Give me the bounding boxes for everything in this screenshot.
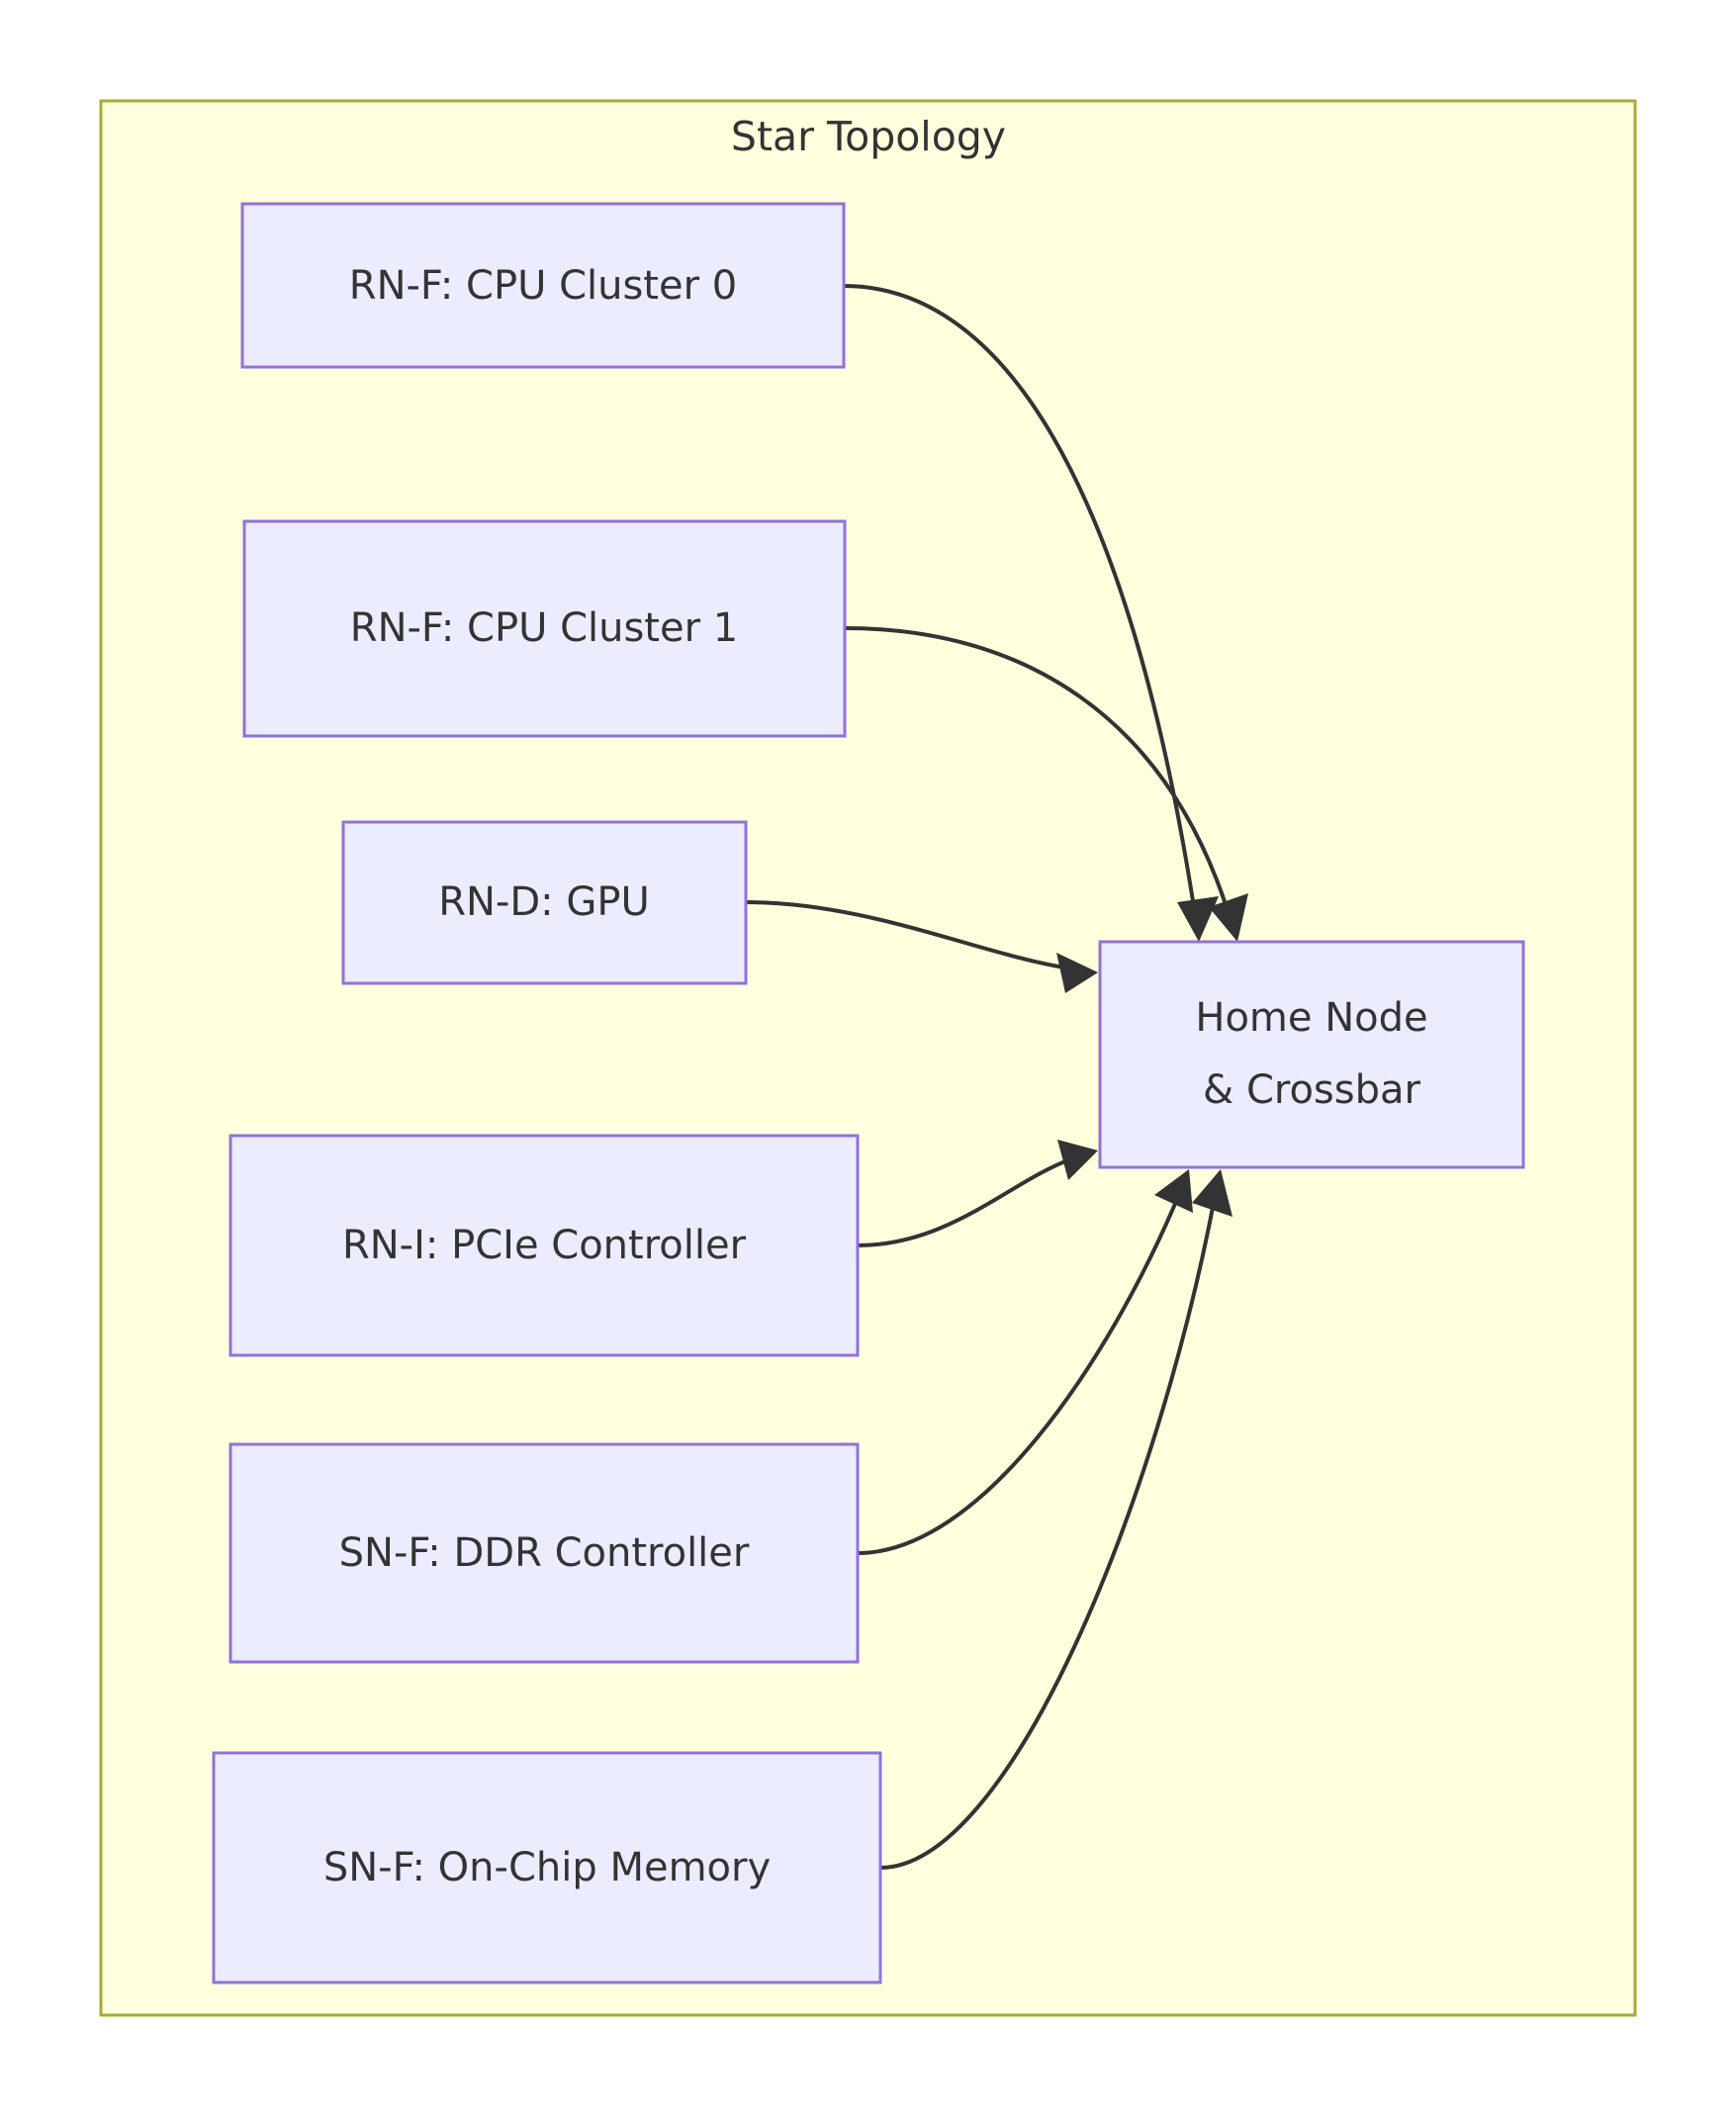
- node-rnd[interactable]: RN-D: GPU: [341, 820, 748, 985]
- node-rnf1[interactable]: RN-F: CPU Cluster 1: [242, 519, 847, 738]
- node-snfddr[interactable]: SN-F: DDR Controller: [228, 1442, 860, 1664]
- arrowhead-rnf1-to-hn: [1209, 893, 1248, 942]
- node-rnf0-label: RN-F: CPU Cluster 0: [349, 263, 737, 309]
- node-snfddr-box[interactable]: [228, 1442, 860, 1664]
- node-snfocm-box[interactable]: [212, 1751, 882, 1984]
- arrowhead-snfddr-to-hn: [1154, 1169, 1193, 1213]
- node-rnf0[interactable]: RN-F: CPU Cluster 0: [240, 202, 846, 369]
- edge-rnf1-to-hn: [844, 626, 1233, 921]
- edge-rnf0-to-hn: [843, 284, 1198, 921]
- node-rnd-box[interactable]: [341, 820, 748, 985]
- arrowhead-rni-to-hn: [1057, 1140, 1098, 1180]
- edge-rni-to-hn: [857, 1157, 1071, 1247]
- node-snfddr-label: SN-F: DDR Controller: [339, 1530, 750, 1576]
- node-rnf1-label: RN-F: CPU Cluster 1: [350, 605, 738, 651]
- node-rni-box[interactable]: [228, 1134, 860, 1357]
- arrowhead-snfocm-to-hn: [1192, 1169, 1233, 1217]
- node-snfocm-label: SN-F: On-Chip Memory: [323, 1845, 771, 1890]
- edge-rnd-to-hn: [745, 900, 1071, 970]
- node-rnf0-box[interactable]: [240, 202, 846, 369]
- node-rni[interactable]: RN-I: PCIe Controller: [228, 1134, 860, 1357]
- node-rnd-label: RN-D: GPU: [438, 879, 650, 925]
- arrowhead-rnf0-to-hn: [1177, 896, 1219, 942]
- edge-snfddr-to-hn: [857, 1191, 1182, 1555]
- node-rni-label: RN-I: PCIe Controller: [342, 1223, 747, 1268]
- node-home-node-crossbar[interactable]: Home Node & Crossbar: [1098, 940, 1525, 1169]
- edge-group: [745, 284, 1248, 1870]
- node-hn-label-line2: & Crossbar: [1203, 1067, 1420, 1113]
- arrowhead-rnd-to-hn: [1056, 953, 1098, 993]
- node-hn-label-line1: Home Node: [1195, 995, 1427, 1041]
- node-hn-box[interactable]: [1098, 940, 1525, 1169]
- edge-snfocm-to-hn: [879, 1191, 1218, 1870]
- subgraph-title: Star Topology: [731, 113, 1006, 160]
- node-rnf1-box[interactable]: [242, 519, 847, 738]
- node-snfocm[interactable]: SN-F: On-Chip Memory: [212, 1751, 882, 1984]
